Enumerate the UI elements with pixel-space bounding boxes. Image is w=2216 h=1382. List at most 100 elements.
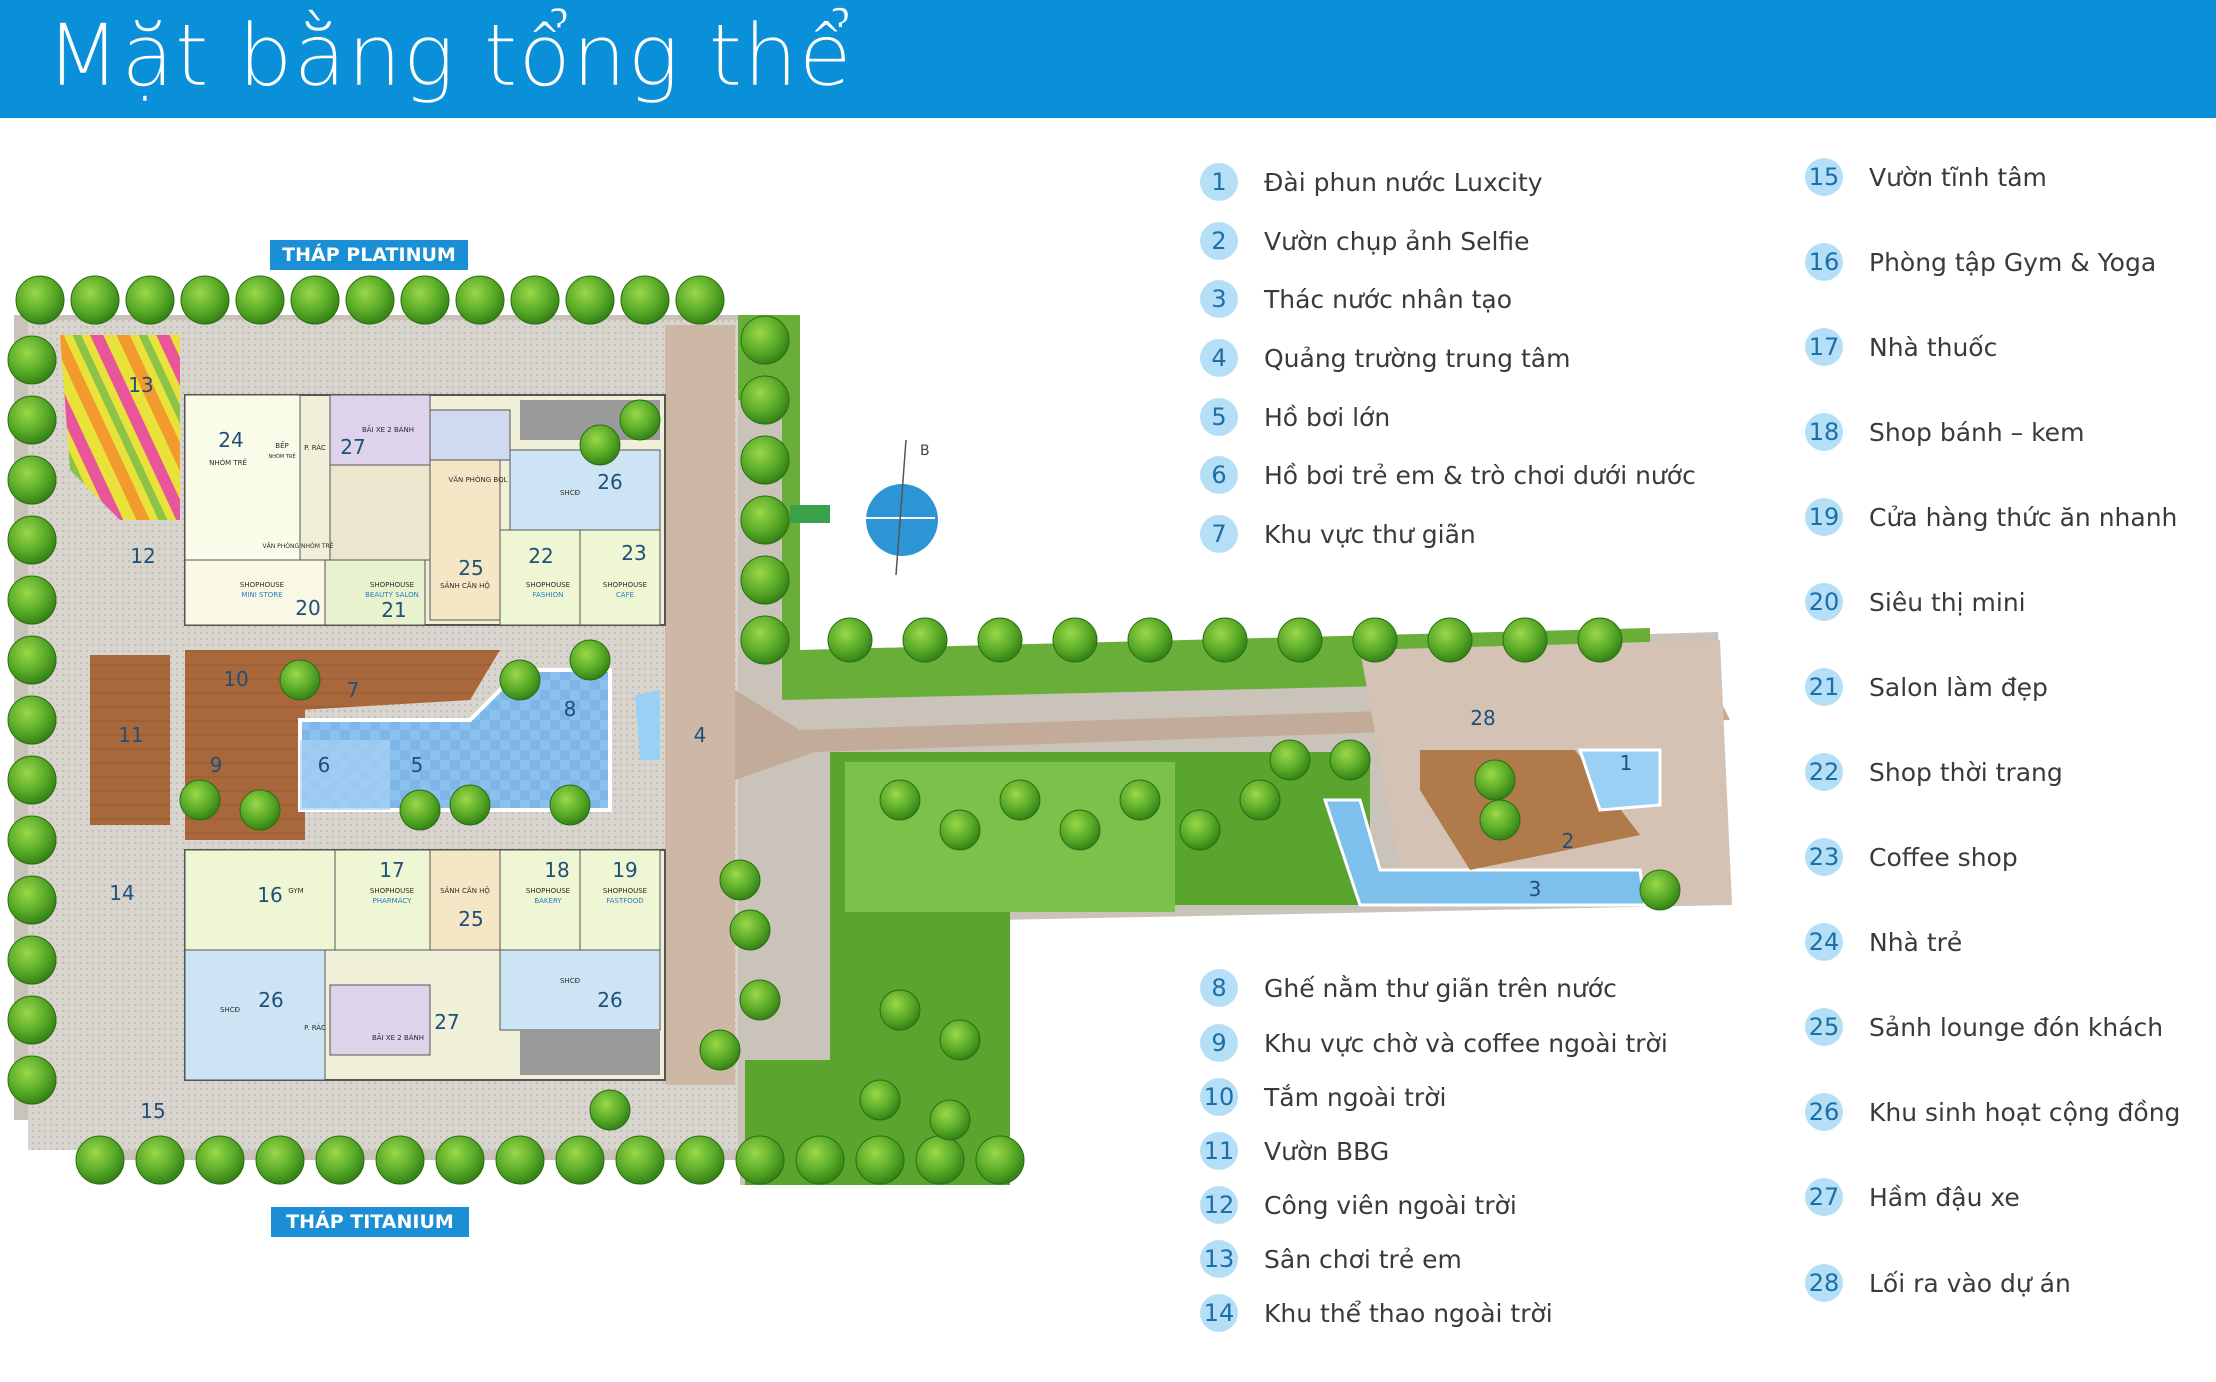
room-shophouse-7: SHOPHOUSE xyxy=(603,887,647,895)
deck-north-pool xyxy=(300,650,500,710)
tree-70 xyxy=(719,859,761,901)
trees-group xyxy=(7,275,1681,1185)
tree-79 xyxy=(569,639,611,681)
waterfall-pool xyxy=(1322,798,1647,907)
tree-10 xyxy=(565,275,615,325)
legend-number-badge: 25 xyxy=(1805,1008,1843,1046)
legend-label: Nhà trẻ xyxy=(1869,927,1963,957)
room-shcd-bottom-right: SHCĐ xyxy=(560,977,581,985)
tree-82 xyxy=(399,789,441,831)
tree-3 xyxy=(180,275,230,325)
legend-number-badge: 4 xyxy=(1200,339,1238,377)
tree-25 xyxy=(7,1055,57,1105)
tree-61 xyxy=(999,779,1041,821)
room-shophouse-1: SHOPHOUSE xyxy=(240,581,284,589)
legend-number-badge: 5 xyxy=(1200,398,1238,436)
compass-north-label: B xyxy=(920,443,930,459)
legend-label: Khu thể thao ngoài trời xyxy=(1264,1298,1553,1328)
map-marker-27-bottom: 27 xyxy=(434,1010,459,1034)
map-marker-8: 8 xyxy=(564,697,577,721)
legend-label: Salon làm đẹp xyxy=(1869,672,2048,702)
tree-72 xyxy=(589,1089,631,1131)
room-bep: BẾP xyxy=(275,440,288,450)
room-pharmacy: PHARMACY xyxy=(373,897,413,905)
tree-58 xyxy=(1577,617,1623,663)
legend-number-badge: 1 xyxy=(1200,163,1238,201)
legend-label: Nhà thuốc xyxy=(1869,332,1998,362)
tree-12 xyxy=(675,275,725,325)
map-marker-14: 14 xyxy=(109,881,134,905)
legend-number-badge: 24 xyxy=(1805,923,1843,961)
tree-38 xyxy=(795,1135,845,1185)
map-marker-11: 11 xyxy=(118,723,143,747)
map-marker-26-top: 26 xyxy=(597,470,622,494)
tree-45 xyxy=(740,495,790,545)
tree-36 xyxy=(675,1135,725,1185)
tree-46 xyxy=(740,555,790,605)
map-marker-25-bottom: 25 xyxy=(458,907,483,931)
room-bep-sub: NHÓM TRẺ xyxy=(268,452,295,460)
map-marker-23: 23 xyxy=(621,541,646,565)
tree-55 xyxy=(1352,617,1398,663)
room-van-phong-bql: VĂN PHÒNG BQL xyxy=(448,475,507,484)
tree-60 xyxy=(939,809,981,851)
tree-76 xyxy=(619,399,661,441)
tree-27 xyxy=(135,1135,185,1185)
map-marker-5: 5 xyxy=(411,753,424,777)
tree-4 xyxy=(235,275,285,325)
legend-label: Hồ bơi trẻ em & trò chơi dưới nước xyxy=(1264,460,1696,490)
map-marker-27-top: 27 xyxy=(340,435,365,459)
map-marker-7: 7 xyxy=(347,678,360,702)
legend-label: Hầm đậu xe xyxy=(1869,1182,2020,1212)
tree-15 xyxy=(7,455,57,505)
tree-7 xyxy=(400,275,450,325)
room-beauty-salon: BEAUTY SALON xyxy=(365,591,419,599)
legend-number-badge: 3 xyxy=(1200,280,1238,318)
map-marker-22: 22 xyxy=(528,544,553,568)
tree-13 xyxy=(7,335,57,385)
header-bar: Mặt bằng tổng thể xyxy=(0,0,2216,118)
legend-label: Cửa hàng thức ăn nhanh xyxy=(1869,502,2178,532)
map-marker-26-bottom-right: 26 xyxy=(597,988,622,1012)
legend-label: Quảng trường trung tâm xyxy=(1264,343,1571,373)
legend-label: Khu sinh hoạt cộng đồng xyxy=(1869,1097,2181,1127)
legend-number-badge: 7 xyxy=(1200,515,1238,553)
legend-number-badge: 17 xyxy=(1805,328,1843,366)
site-plan-map: B NHÓM TRẺ BẾP NHÓM TRẺ P. RÁC BÃI XE 2 … xyxy=(7,275,1732,1185)
tree-5 xyxy=(290,275,340,325)
tree-14 xyxy=(7,395,57,445)
room-cafe: CAFE xyxy=(616,591,634,599)
map-marker-6: 6 xyxy=(318,753,331,777)
legend-label: Công viên ngoài trời xyxy=(1264,1190,1517,1220)
tree-23 xyxy=(7,935,57,985)
tree-39 xyxy=(855,1135,905,1185)
tree-35 xyxy=(615,1135,665,1185)
tree-41 xyxy=(975,1135,1025,1185)
legend-number-badge: 10 xyxy=(1200,1078,1238,1116)
tree-50 xyxy=(977,617,1023,663)
room-shcd-bottom-left: SHCĐ xyxy=(220,1006,241,1014)
room-labels: NHÓM TRẺ BẾP NHÓM TRẺ P. RÁC BÃI XE 2 BÁ… xyxy=(209,425,647,1042)
legend-number-badge: 27 xyxy=(1805,1178,1843,1216)
tree-37 xyxy=(735,1135,785,1185)
room-gym: GYM xyxy=(288,887,303,895)
room-shophouse-4: SHOPHOUSE xyxy=(603,581,647,589)
tree-63 xyxy=(1119,779,1161,821)
legend-number-badge: 23 xyxy=(1805,838,1843,876)
room-shophouse-3: SHOPHOUSE xyxy=(526,581,570,589)
tree-53 xyxy=(1202,617,1248,663)
room-nhom-tre: NHÓM TRẺ xyxy=(209,458,247,467)
legend-number-badge: 16 xyxy=(1805,243,1843,281)
room-bai-xe-top: BÃI XE 2 BÁNH xyxy=(362,425,414,434)
tree-86 xyxy=(1329,739,1371,781)
tree-34 xyxy=(555,1135,605,1185)
